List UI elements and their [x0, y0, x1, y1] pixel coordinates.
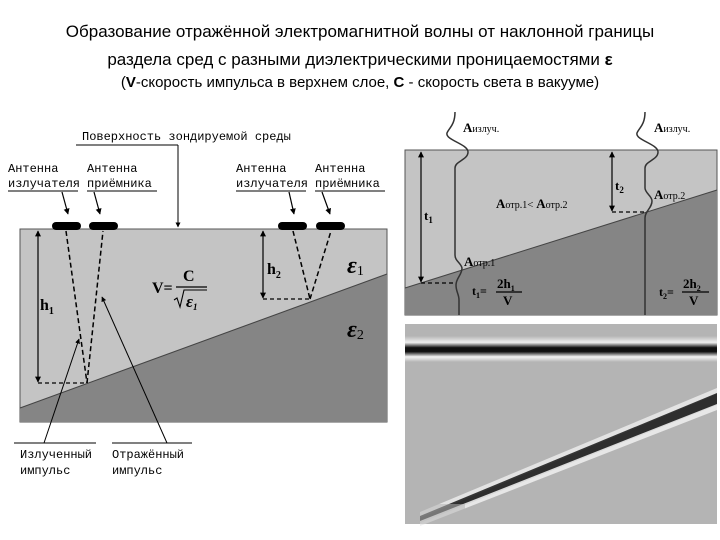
formula-1-num: 2h1 — [497, 276, 515, 293]
formula-1-den: V — [503, 293, 513, 308]
a-refl-1-label: Aотр.1 — [464, 254, 495, 269]
subtitle-open: ( — [120, 74, 126, 91]
antenna-rx-2 — [316, 222, 345, 230]
subtitle-v: V — [125, 74, 136, 91]
subtitle-mid: -скорость импульса в верхнем слое, — [135, 74, 394, 91]
reflected-pulse-pointer — [101, 296, 168, 444]
antenna-rx-label-1b: приёмника — [87, 177, 152, 191]
velocity-formula-eps: ε1 — [186, 292, 197, 312]
page-title-line-2: раздела сред с разными диэлектрическими … — [0, 50, 720, 70]
antenna-tx-2 — [278, 222, 307, 230]
page-title-line-1: Образование отражённой электромагнитной … — [0, 22, 720, 42]
formula-1-lhs: t1= — [472, 284, 487, 300]
a-emit-2-label: Aизлуч. — [654, 120, 690, 135]
formula-2-den: V — [689, 293, 699, 308]
right-lower-layer — [405, 190, 717, 315]
h2-label: h2 — [267, 261, 281, 281]
reflected-pulse-label-b: импульс — [112, 464, 162, 478]
page-subtitle: (V-скорость импульса в верхнем слое, С -… — [0, 74, 720, 91]
velocity-formula-c: C — [183, 268, 195, 285]
velocity-formula-sqrt — [173, 289, 207, 310]
antenna-rx-label-2b: приёмника — [315, 177, 380, 191]
reflected-pulse-label-a: Отражённый — [112, 448, 184, 462]
antenna-rx-label-1a: Антенна — [87, 162, 137, 176]
a-emit-1-label: Aизлуч. — [463, 120, 499, 135]
h1-label: h1 — [40, 297, 54, 317]
epsilon-1-label: ε1 — [347, 253, 364, 279]
velocity-formula-v: V= — [152, 280, 173, 297]
antenna-tx-label-2b: излучателя — [236, 177, 308, 191]
right-trace-panel — [404, 149, 718, 316]
radargram — [405, 324, 717, 526]
lower-layer — [20, 274, 387, 422]
antenna-tx-1 — [52, 222, 81, 230]
formula-2-num: 2h2 — [683, 276, 701, 293]
amplitude-comparison: Aотр.1< Aотр.2 — [496, 196, 568, 211]
formula-2-lhs: t2= — [659, 285, 674, 301]
layer-boundary — [19, 273, 388, 409]
antenna-rx-pointer-1 — [93, 191, 102, 215]
antenna-rx-label-2a: Антенна — [315, 162, 365, 176]
antenna-tx-label-1b: излучателя — [8, 177, 80, 191]
right-layer-boundary — [404, 189, 718, 289]
emitted-pulse-label-a: Излученный — [20, 448, 92, 462]
surface-label: Поверхность зондируемой среды — [82, 130, 291, 144]
title-line-2-text: раздела сред с разными диэлектрическими … — [107, 50, 605, 69]
antenna-tx-label-2a: Антенна — [236, 162, 286, 176]
radargram-direct-wave — [405, 336, 717, 362]
radargram-refl-light-2 — [420, 404, 717, 526]
antenna-tx-pointer-2 — [288, 191, 296, 215]
emitted-pulse-label-b: импульс — [20, 464, 70, 478]
antenna-tx-label-1a: Антенна — [8, 162, 58, 176]
radargram-fade — [405, 504, 465, 524]
emitted-pulse-pointer — [43, 338, 80, 444]
antenna-tx-pointer-1 — [61, 191, 70, 215]
title-line-1-text: Образование отражённой электромагнитной … — [65, 22, 655, 41]
trace-2 — [636, 111, 659, 315]
antenna-rx-1 — [89, 222, 118, 230]
left-cross-section — [19, 228, 388, 423]
ray-down-1 — [65, 230, 88, 384]
subtitle-end: - скорость света в вакууме) — [404, 74, 600, 91]
radargram-refl-dark — [420, 393, 717, 523]
antenna-rx-pointer-2 — [321, 191, 331, 215]
subtitle-c: С — [393, 74, 405, 91]
ray-up-2 — [309, 230, 332, 300]
epsilon-2-label: ε2 — [347, 317, 364, 343]
ray-up-1 — [86, 230, 104, 384]
title-epsilon-symbol: ε — [604, 50, 613, 69]
t2-label: t2 — [615, 178, 624, 195]
trace-1 — [446, 111, 469, 315]
ray-down-2 — [292, 230, 311, 300]
a-refl-2-label: Aотр.2 — [654, 187, 685, 202]
t1-label: t1 — [424, 208, 433, 225]
